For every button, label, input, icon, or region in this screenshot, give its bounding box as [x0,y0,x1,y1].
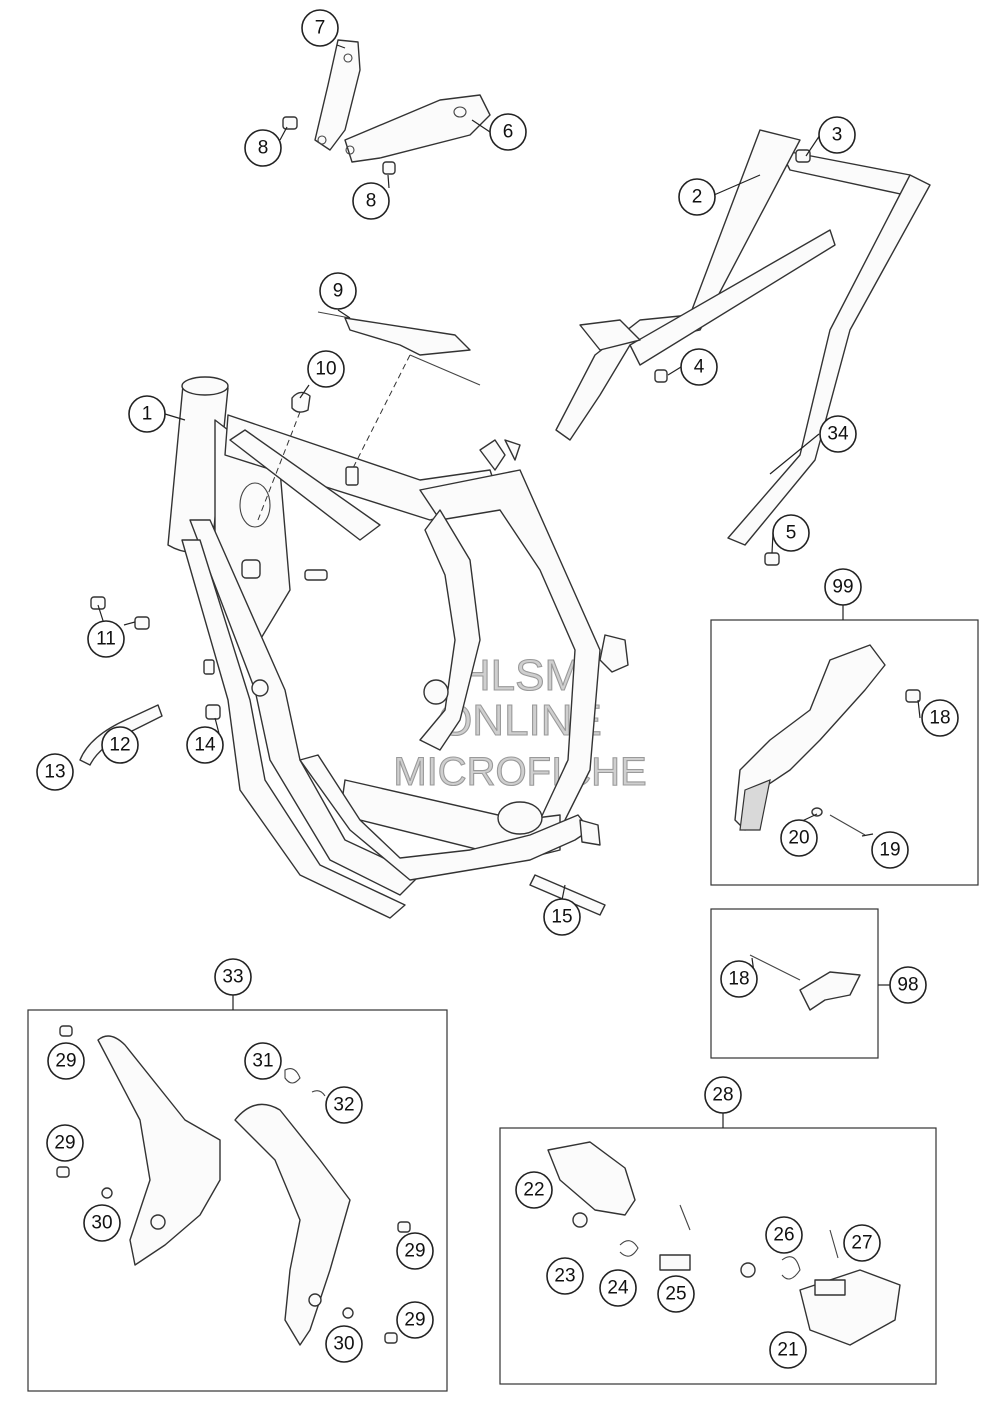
callout-8-bottom: 8 [352,182,390,220]
callout-1: 1 [128,395,166,433]
callout-11: 11 [87,620,125,658]
callout-25: 25 [657,1275,695,1313]
svg-text:26: 26 [773,1225,794,1246]
assembly-98 [710,908,890,1059]
callout-33: 33 [214,958,252,996]
callout-21: 21 [769,1331,807,1369]
callout-20: 20 [780,819,818,857]
callout-30-b: 30 [325,1325,363,1363]
callout-26: 26 [765,1216,803,1254]
part-9-bracket [317,311,481,486]
watermark-line1: HLSM [459,651,581,700]
svg-text:4: 4 [694,357,705,378]
callout-28: 28 [704,1076,742,1114]
svg-text:30: 30 [91,1213,112,1234]
callout-29-d: 29 [396,1301,434,1339]
watermark: HLSM ONLINE MICROFICHE [393,650,647,794]
svg-text:10: 10 [315,359,336,380]
callout-3: 3 [818,116,856,154]
assembly-33 [27,995,448,1392]
svg-text:31: 31 [252,1051,273,1072]
svg-text:33: 33 [222,967,243,988]
svg-text:7: 7 [315,18,326,39]
part-10-clip [257,391,311,521]
callout-18-box99: 18 [921,699,959,737]
callout-2: 2 [678,178,716,216]
callout-30-a: 30 [83,1204,121,1242]
svg-text:99: 99 [832,577,853,598]
assembly-98-frame [710,908,879,1059]
svg-text:20: 20 [788,828,809,849]
svg-text:32: 32 [333,1095,354,1116]
svg-text:28: 28 [712,1085,733,1106]
callout-7: 7 [301,9,339,47]
callout-8-top: 8 [244,129,282,167]
svg-text:98: 98 [897,975,918,996]
callout-29-a: 29 [47,1042,85,1080]
svg-text:29: 29 [54,1133,75,1154]
callout-15: 15 [543,898,581,936]
callout-6: 6 [489,113,527,151]
svg-text:27: 27 [851,1233,872,1254]
svg-text:1: 1 [142,404,153,425]
svg-text:14: 14 [194,735,216,756]
svg-text:2: 2 [692,187,703,208]
assembly-33-frame [27,1009,448,1392]
svg-text:8: 8 [258,138,269,159]
svg-text:13: 13 [44,762,65,783]
svg-text:12: 12 [109,735,130,756]
callout-23: 23 [546,1257,584,1295]
callout-34: 34 [819,415,857,453]
svg-text:6: 6 [503,122,514,143]
main-frame [167,376,629,919]
callout-5: 5 [772,514,810,552]
callout-13: 13 [36,753,74,791]
svg-text:19: 19 [879,840,900,861]
svg-text:30: 30 [333,1334,354,1355]
svg-text:29: 29 [404,1310,425,1331]
svg-text:18: 18 [929,708,950,729]
callout-31: 31 [244,1042,282,1080]
assembly-99 [710,603,979,886]
callout-22: 22 [515,1171,553,1209]
callout-27: 27 [843,1224,881,1262]
callout-29-c: 29 [396,1232,434,1270]
assembly-28 [499,1112,937,1385]
callout-18-box98: 18 [720,960,758,998]
svg-text:29: 29 [404,1241,425,1262]
svg-text:5: 5 [786,523,797,544]
assembly-28-frame [499,1127,937,1385]
callout-98: 98 [889,966,927,1004]
svg-text:23: 23 [554,1266,575,1287]
svg-text:25: 25 [665,1284,686,1305]
svg-text:29: 29 [55,1051,76,1072]
parts-6-7-brackets [282,39,491,175]
callout-10: 10 [307,350,345,388]
watermark-line3: MICROFICHE [393,750,646,794]
svg-text:3: 3 [832,125,843,146]
svg-text:9: 9 [333,281,344,302]
assembly-99-frame [710,619,979,886]
callout-24: 24 [599,1269,637,1307]
callout-4: 4 [680,348,718,386]
svg-text:8: 8 [366,191,377,212]
svg-text:22: 22 [523,1180,544,1201]
callout-14: 14 [186,726,224,764]
callout-99: 99 [824,568,862,606]
svg-text:34: 34 [827,424,849,445]
svg-text:11: 11 [96,629,116,650]
rear-subframe [555,129,931,566]
svg-text:21: 21 [777,1340,798,1361]
callout-32: 32 [325,1086,363,1124]
callout-19: 19 [871,831,909,869]
callout-12: 12 [101,726,139,764]
svg-text:24: 24 [607,1278,629,1299]
svg-text:15: 15 [551,907,572,928]
callout-9: 9 [319,272,357,310]
svg-text:18: 18 [728,969,749,990]
callout-29-b: 29 [46,1124,84,1162]
